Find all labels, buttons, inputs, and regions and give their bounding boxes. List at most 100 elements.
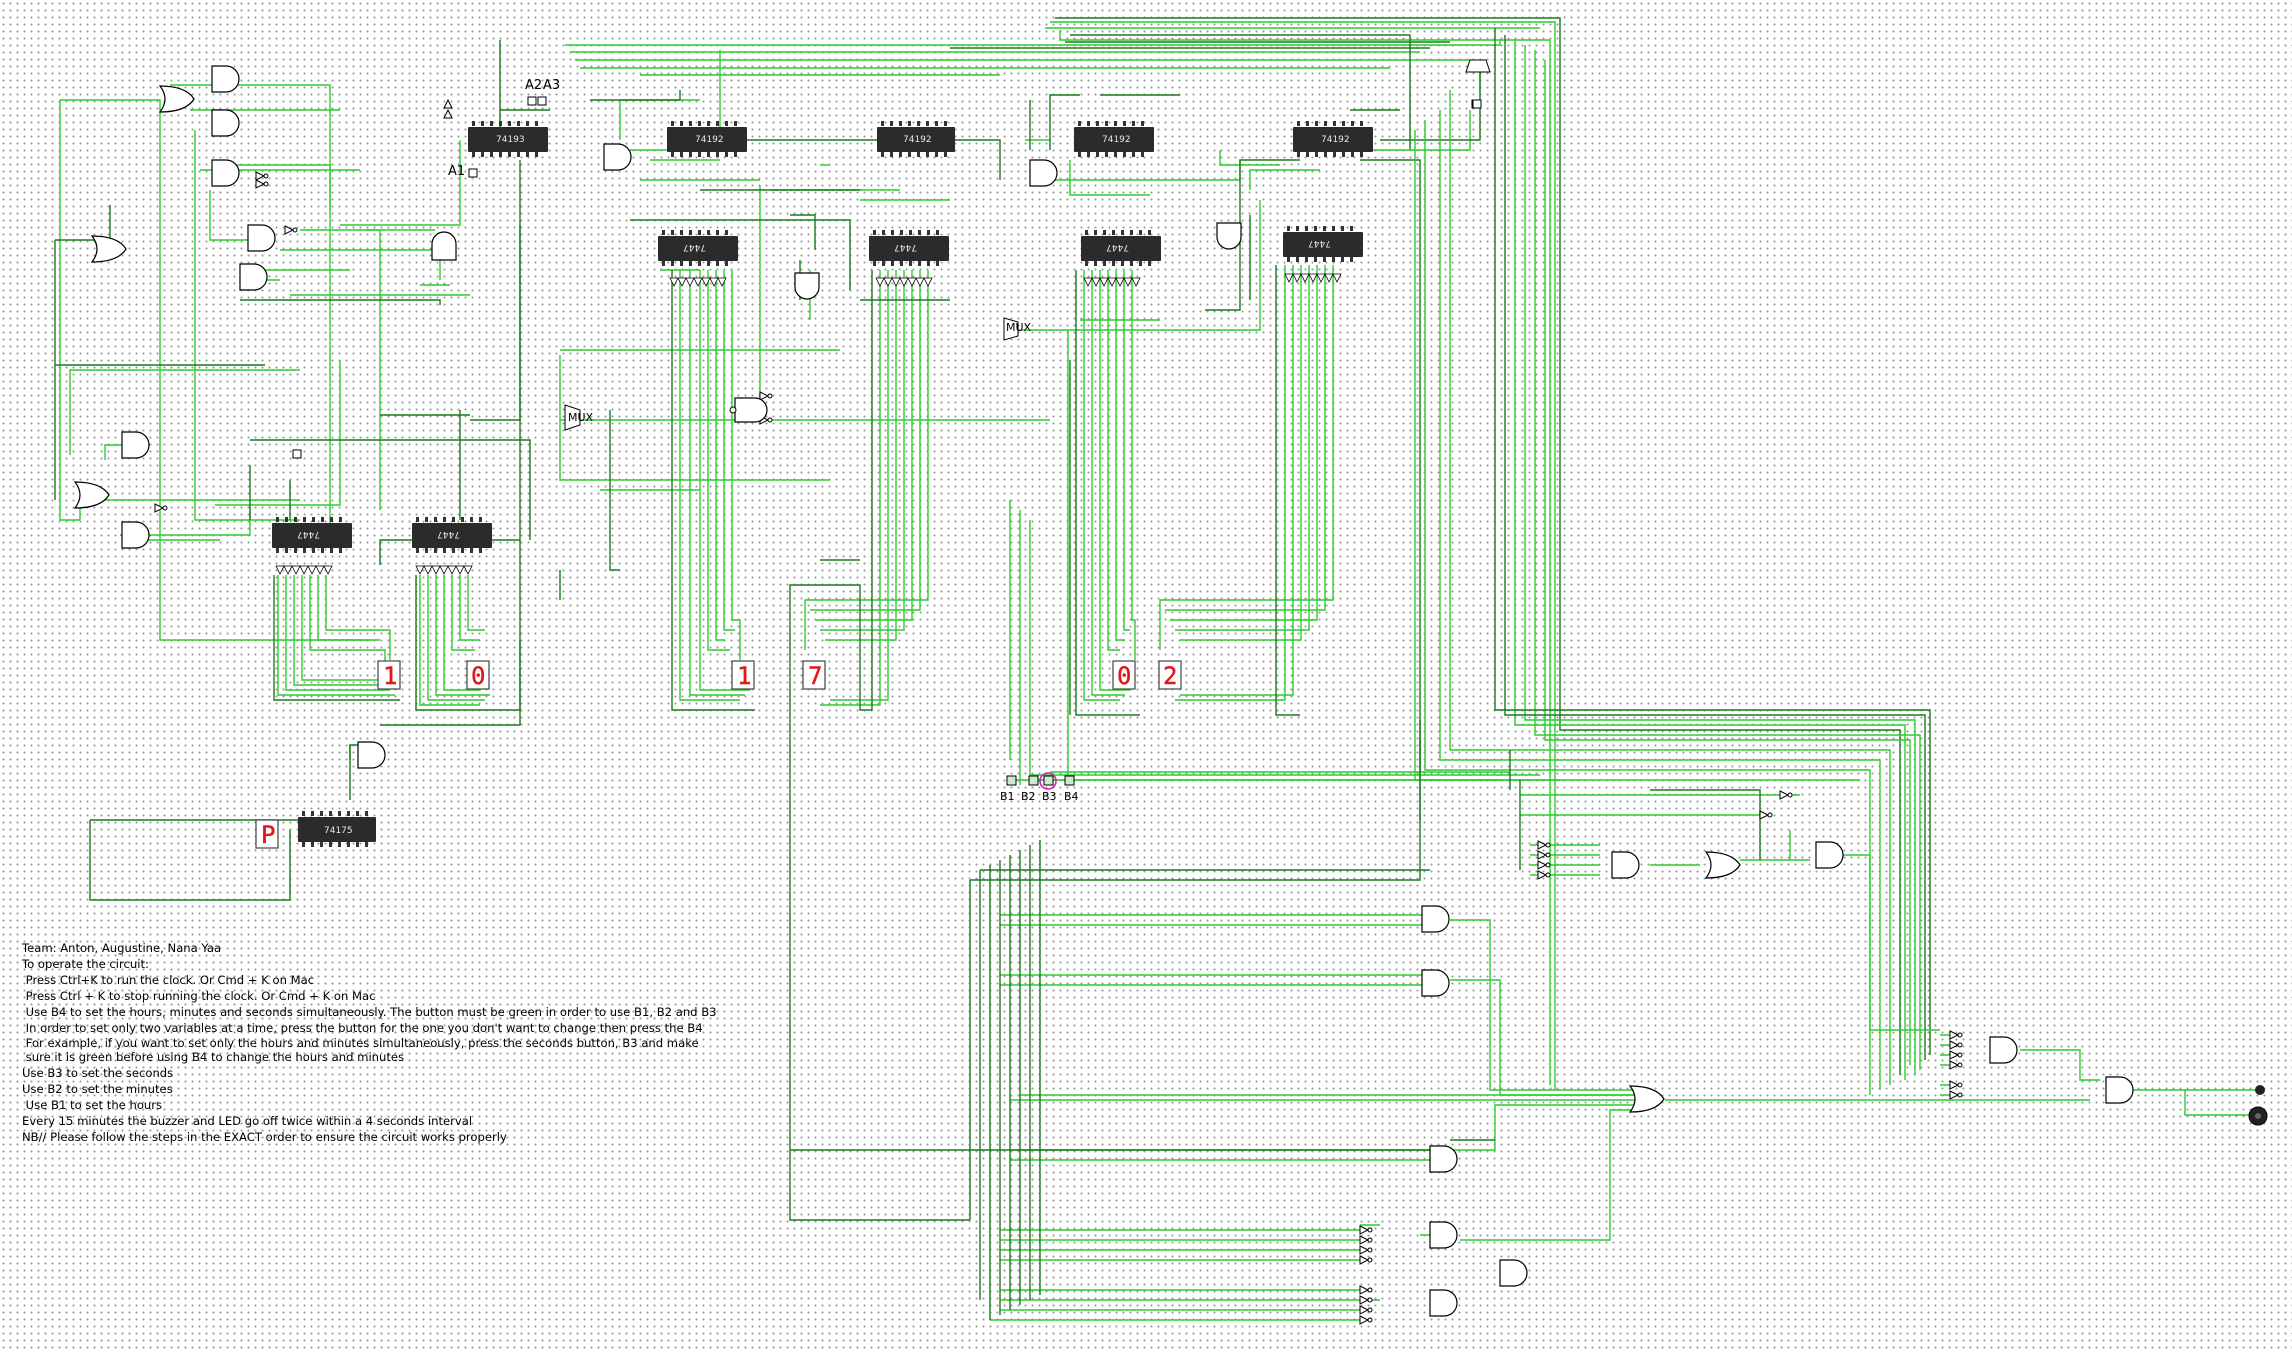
decoder-chip-7447: 7447 — [272, 517, 352, 553]
or-gate — [159, 85, 195, 113]
mux-label: MUX — [568, 411, 594, 424]
counter-chip-74192: 74192 — [1293, 121, 1373, 157]
instruction-line: For example, if you want to set only the… — [22, 1035, 699, 1050]
label-a2: A2 — [525, 78, 542, 93]
or-gate — [1705, 851, 1741, 879]
team-line: Team: Anton, Augustine, Nana Yaa — [22, 941, 222, 955]
svg-text:P: P — [261, 821, 275, 849]
svg-text:74192: 74192 — [695, 135, 724, 145]
and-gate — [1216, 222, 1242, 250]
or-gate — [1629, 1085, 1665, 1113]
label-b1: B1 — [1000, 790, 1015, 803]
pin-a3[interactable] — [537, 96, 547, 106]
instruction-line: Press Ctrl+K to run the clock. Or Cmd + … — [22, 973, 315, 988]
display-second-tens: 0 — [1112, 660, 1136, 690]
decoder-chip-7447: 7447 — [412, 517, 492, 553]
not-gate — [255, 179, 269, 189]
svg-text:7447: 7447 — [683, 242, 706, 252]
and-gate — [1429, 1289, 1458, 1317]
display-hour-tens: 1 — [377, 660, 401, 690]
buzzer-mux — [1465, 59, 1491, 73]
display-second-ones: 2 — [1158, 660, 1182, 690]
and-gate — [247, 224, 276, 252]
svg-text:7: 7 — [808, 662, 822, 690]
pin-arrow — [443, 98, 453, 109]
or-gate — [74, 481, 110, 509]
and-gate — [794, 272, 820, 300]
mux — [564, 404, 581, 431]
and-gate — [211, 159, 240, 187]
and-gate — [734, 397, 768, 423]
button-b3-highlight — [1039, 772, 1057, 790]
not-bubble — [729, 406, 737, 414]
instruction-line: Use B3 to set the seconds — [22, 1065, 174, 1080]
instruction-line: In order to set only two variables at a … — [22, 1021, 703, 1036]
instruction-line: sure it is green before using B4 to chan… — [22, 1049, 405, 1064]
instruction-line: NB// Please follow the steps in the EXAC… — [22, 1130, 507, 1145]
button-b1[interactable] — [1006, 775, 1017, 786]
or-gate — [91, 235, 127, 263]
probe-pin — [1472, 99, 1482, 109]
counter-chip-74193: 74193 — [468, 121, 548, 157]
not-gate — [284, 225, 298, 235]
and-gate — [1611, 851, 1640, 879]
and-gate — [121, 431, 150, 459]
mux — [1003, 317, 1019, 341]
pin-arrow — [443, 108, 453, 119]
pin-a2[interactable] — [527, 96, 537, 106]
button-b3[interactable] — [1043, 775, 1054, 786]
svg-text:74192: 74192 — [1102, 135, 1131, 145]
instruction-line: Use B1 to set the hours — [22, 1097, 163, 1112]
and-gate — [211, 109, 240, 137]
and-gate — [357, 741, 386, 769]
decoder-chip-7447: 7447 — [869, 230, 949, 266]
ic-chips: 74193 74192 74192 74192 74192 7447 — [272, 121, 1373, 847]
and-gate — [121, 521, 150, 549]
not-gate — [759, 391, 773, 401]
and-gate — [1421, 969, 1450, 997]
and-gate — [1499, 1259, 1528, 1287]
display-hour-ones: 0 — [466, 660, 490, 690]
input-pins[interactable]: A2 A3 A1 — [292, 78, 1482, 459]
counter-chip-74192: 74192 — [877, 121, 955, 157]
decoder-chip-7447: 7447 — [1081, 230, 1161, 266]
label-a3: A3 — [543, 78, 560, 93]
label-b4: B4 — [1064, 790, 1079, 803]
button-b2[interactable] — [1028, 775, 1039, 786]
clock-pin[interactable] — [292, 449, 302, 459]
set-buttons[interactable]: B1 B2 B3 B4 — [1000, 772, 1079, 803]
buzzer-center — [2255, 1113, 2261, 1119]
label-a1: A1 — [448, 164, 465, 179]
and-gate — [1429, 1145, 1458, 1173]
display-minute-ones: 7 — [802, 660, 826, 690]
label-b2: B2 — [1021, 790, 1036, 803]
svg-text:0: 0 — [1117, 662, 1131, 690]
svg-text:7447: 7447 — [894, 242, 917, 252]
decoder-chip-7447: 7447 — [1283, 226, 1363, 262]
pin-a1[interactable] — [468, 168, 478, 178]
and-gate — [603, 143, 632, 171]
not-gate — [255, 171, 269, 181]
and-gate — [1421, 905, 1450, 933]
instructions-panel: Team: Anton, Augustine, Nana Yaa To oper… — [22, 940, 802, 1145]
and-gate — [2105, 1076, 2134, 1104]
svg-text:7447: 7447 — [297, 529, 320, 539]
svg-text:74175: 74175 — [324, 826, 353, 836]
svg-text:2: 2 — [1163, 662, 1177, 690]
counter-chip-74192: 74192 — [667, 121, 747, 157]
and-gate — [1029, 159, 1058, 187]
svg-text:74192: 74192 — [903, 135, 932, 145]
and-gate — [1429, 1221, 1458, 1249]
svg-text:74192: 74192 — [1321, 135, 1350, 145]
pin-markers — [275, 273, 1342, 575]
and-gate — [239, 263, 268, 291]
instruction-line: Use B4 to set the hours, minutes and sec… — [22, 1005, 717, 1020]
decoder-chip-7447: 7447 — [658, 230, 738, 266]
svg-text:1: 1 — [383, 662, 397, 690]
svg-text:74193: 74193 — [496, 135, 525, 145]
label-b3: B3 — [1042, 790, 1057, 803]
and-gate — [431, 231, 457, 261]
svg-text:7447: 7447 — [1106, 242, 1129, 252]
button-b4[interactable] — [1064, 775, 1075, 786]
